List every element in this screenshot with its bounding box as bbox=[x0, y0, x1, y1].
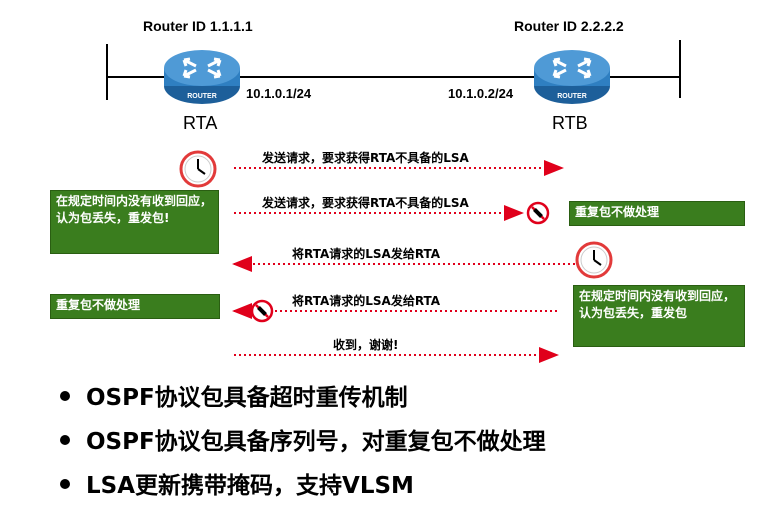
message-label-4: 将RTA请求的LSA发给RTA bbox=[292, 294, 441, 308]
router-rtb-icon: ROUTER bbox=[534, 50, 610, 104]
router-rtb-icon-label: ROUTER bbox=[557, 93, 587, 100]
note-rta-timeout: 在规定时间内没有收到回应，认为包丢失，重发包! bbox=[50, 190, 219, 254]
message-label-3: 将RTA请求的LSA发给RTA bbox=[292, 247, 441, 261]
rta-ip: 10.1.0.1/24 bbox=[246, 86, 312, 101]
message-label-5: 收到，谢谢! bbox=[333, 338, 399, 352]
rta-router-id: Router ID 1.1.1.1 bbox=[143, 18, 253, 34]
rtb-router-id: Router ID 2.2.2.2 bbox=[514, 18, 624, 34]
note-rta-discard: 重复包不做处理 bbox=[50, 294, 220, 319]
note-rtb-discard: 重复包不做处理 bbox=[569, 201, 745, 226]
router-rta-icon: ROUTER bbox=[164, 50, 240, 104]
clock-icon-rta bbox=[179, 150, 217, 188]
bullet-item: LSA更新携带掩码，支持VLSM bbox=[60, 464, 546, 508]
rtb-ip: 10.1.0.2/24 bbox=[448, 86, 514, 101]
bullet-dot-icon bbox=[60, 390, 70, 401]
message-label-1: 发送请求，要求获得RTA不具备的LSA bbox=[262, 151, 469, 165]
bullet-item: OSPF协议包具备序列号，对重复包不做处理 bbox=[60, 420, 546, 464]
feature-bullet-list: OSPF协议包具备超时重传机制 OSPF协议包具备序列号，对重复包不做处理 LS… bbox=[60, 376, 546, 508]
router-rta-icon-label: ROUTER bbox=[187, 93, 217, 100]
bullet-dot-icon bbox=[60, 434, 70, 445]
bullet-item: OSPF协议包具备超时重传机制 bbox=[60, 376, 546, 420]
rta-name: RTA bbox=[183, 113, 218, 133]
network-diagram: ROUTER ROUTER bbox=[106, 40, 681, 104]
no-entry-icon-rta bbox=[250, 299, 274, 323]
sequence-arrows bbox=[179, 150, 613, 363]
no-entry-icon-rtb bbox=[526, 201, 550, 225]
clock-icon-rtb bbox=[575, 241, 613, 279]
rtb-name: RTB bbox=[552, 113, 588, 133]
bullet-dot-icon bbox=[60, 478, 70, 489]
note-rtb-timeout: 在规定时间内没有收到回应，认为包丢失，重发包 bbox=[573, 285, 745, 347]
message-label-2: 发送请求，要求获得RTA不具备的LSA bbox=[262, 196, 469, 210]
